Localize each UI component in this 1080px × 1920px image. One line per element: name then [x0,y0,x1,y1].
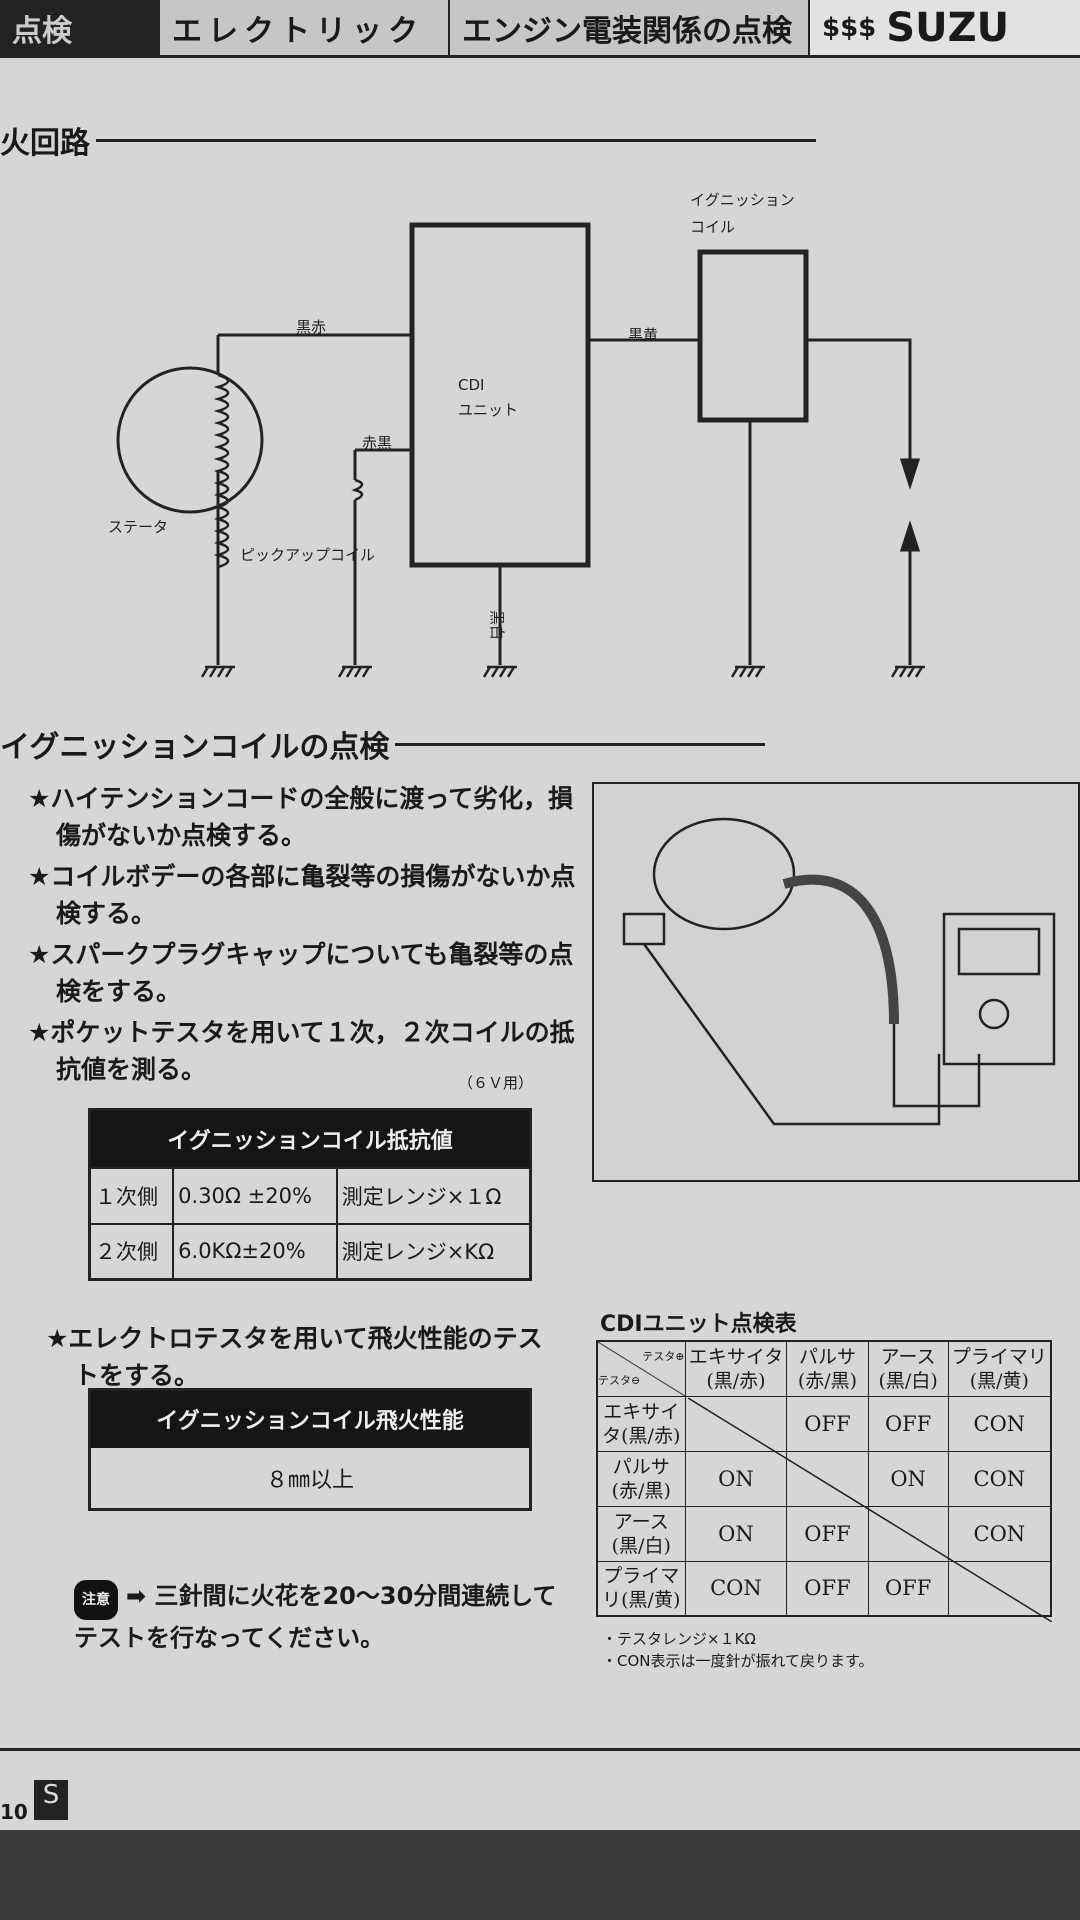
header-subcategory: エンジン電装関係の点検 [450,0,810,55]
pocket-tester-icon [942,912,1056,1066]
ignition-coil-label: イグニッション [690,191,795,209]
pickup-coil-label: ピックアップコイル [240,546,375,564]
cell: 測定レンジ×KΩ [335,1222,532,1281]
bullet-item: ★エレクトロテスタを用いて飛火性能のテストをする。 [46,1324,543,1390]
table-note: ・テスタレンジ×１KΩ [602,1630,756,1648]
cell: CON [947,1395,1052,1452]
note-6v: （６Ｖ用） [458,1074,534,1092]
caution-text: 三針間に火花を20～30分間連続してテストを行なってください。 [74,1582,557,1652]
tester-illustration [592,782,1080,1182]
page-header: 点検 エレクトリック エンジン電装関係の点検 $$$ SUZU [0,0,1080,58]
column-header: プライマリ(黒/黄) [947,1340,1052,1397]
bullet-text: コイルボデーの各部に亀裂等の損傷がないか点検する。 [50,862,576,928]
bullet-item: ★ポケットテスタを用いて１次，２次コイルの抵抗値を測る。 [28,1018,575,1084]
bullet-item: ★ハイテンションコードの全般に渡って劣化，損傷がないか点検する。 [28,784,574,850]
brand-logo: $$$ SUZU [810,0,1080,55]
cell: CON [684,1560,788,1617]
bullet-item: ★スパークプラグキャップについても亀裂等の点検をする。 [28,940,574,1006]
header-section: 点検 [0,0,160,55]
row-header: パルサ(赤/黒) [596,1450,686,1507]
wire-black-red [216,333,410,665]
row-header: プライマリ(黒/黄) [596,1560,686,1617]
caution-note: 注意 ➡ 三針間に火花を20～30分間連続してテストを行なってください。 [74,1578,574,1656]
table-diagonal [688,1398,1052,1622]
wire-red-black [353,448,410,665]
spark-value: ８㎜以上 [265,1467,354,1493]
row-header: エキサイタ(黒/赤) [596,1395,686,1452]
brand-name: SUZU [886,4,1010,51]
resistance-table-title: イグニッションコイル抵抗値 [89,1109,531,1168]
cdi-unit-box [409,222,591,568]
cell: 測定レンジ×１Ω [335,1166,532,1225]
cell: OFF [867,1560,949,1617]
bullet-text: ポケットテスタを用いて１次，２次コイルの抵抗値を測る。 [50,1018,575,1084]
ground-symbols [200,665,925,678]
corner-plus: テスタ⊕ [642,1349,685,1363]
spark-table-title: イグニッションコイル飛火性能 [89,1389,531,1448]
spark-gap-arrows [899,458,921,552]
caution-badge: 注意 [74,1580,118,1620]
manual-page: 点検 エレクトリック エンジン電装関係の点検 $$$ SUZU 火回路 黒赤 赤黒… [0,0,1080,1830]
ignition-coil-box [697,249,809,423]
page-number: 10 [0,1800,28,1824]
suzuki-marks-icon: $$$ [822,12,877,43]
cell: CON [947,1505,1052,1562]
bullet-text: ハイテンションコードの全般に渡って劣化，損傷がないか点検する。 [50,784,574,850]
cell: 6.0KΩ±20% [172,1222,338,1281]
stator-circle [116,366,264,514]
cell: OFF [786,1395,869,1452]
wire-label-black-white: 黒白 [488,610,506,640]
cell: １次側 [88,1166,175,1225]
coil-label: コイル [690,218,735,236]
footer-rule [0,1748,1080,1751]
pickup-coil [351,478,364,502]
stator-coil [213,373,230,569]
cdi-check-table: テスタ⊕テスタ⊖ エキサイタ(黒/赤) パルサ(赤/黒) アース(黒/白) プラ… [596,1340,1052,1617]
bullet-text: エレクトロテスタを用いて飛火性能のテストをする。 [68,1324,543,1390]
stator-label: ステータ [108,518,168,536]
circuit-title: 火回路 [0,126,90,161]
column-header: エキサイタ(黒/赤) [684,1340,788,1397]
cell: CON [947,1450,1052,1507]
circuit-heading: 火回路 [0,118,816,162]
column-header: アース(黒/白) [867,1340,949,1397]
cell: OFF [867,1395,949,1452]
suzuki-logo-icon: S [34,1780,68,1820]
arrow-icon: ➡ [126,1582,147,1610]
cell [947,1560,1052,1617]
ignition-circuit-diagram: 黒赤 赤黒 黒黄 黒白 CDI ユニット イグニッション コイル ステータ ピッ… [108,191,925,678]
bullet-text: スパークプラグキャップについても亀裂等の点検をする。 [50,940,574,1006]
coil-check-title: イグニッションコイルの点検 [0,730,390,765]
cdi-unit-label: ユニット [458,401,518,419]
cell: ON [684,1450,788,1507]
cell: OFF [786,1505,869,1562]
coil-check-heading: イグニッションコイルの点検 [0,722,766,766]
ignition-coil-drawing [652,817,796,931]
cell: 0.30Ω ±20% [172,1166,338,1225]
row-header: アース(黒/白) [596,1505,686,1562]
cell: ２次側 [88,1222,175,1281]
check-bullets: ★ハイテンションコードの全般に渡って劣化，損傷がないか点検する。 ★コイルボデー… [28,780,588,1092]
wire-label-red-black: 赤黒 [362,434,392,452]
cell: OFF [786,1560,869,1617]
bullet-item: ★コイルボデーの各部に亀裂等の損傷がないか点検する。 [28,862,576,928]
wire-label-black-red: 黒赤 [296,318,326,336]
corner-minus: テスタ⊖ [598,1373,641,1387]
column-header: パルサ(赤/黒) [786,1340,869,1397]
cdi-table-title: CDIユニット点検表 [600,1312,797,1337]
header-category: エレクトリック [160,0,450,55]
spark-table: イグニッションコイル飛火性能 ８㎜以上 [88,1388,532,1511]
cdi-label: CDI [458,376,484,394]
wire-label-black-yellow: 黒黄 [628,326,658,344]
table-note: ・CON表示は一度針が振れて戻ります。 [602,1652,874,1670]
cell: ON [867,1450,949,1507]
